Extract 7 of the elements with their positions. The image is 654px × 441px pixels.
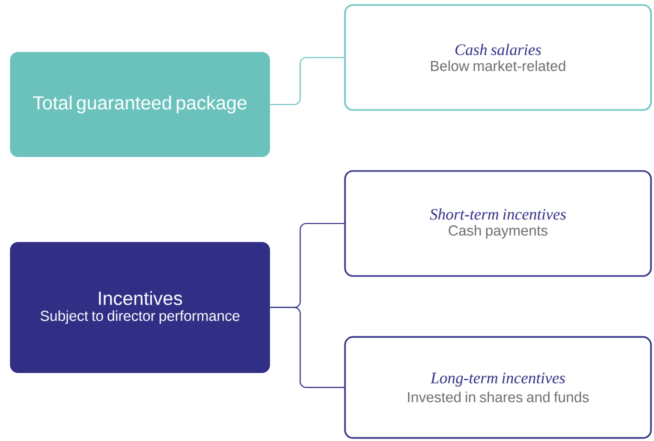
detail-box: Cash salaries Below market-related (344, 4, 652, 111)
detail-box: Short-term incentives Cash payments (344, 170, 652, 277)
detail-box: Long-term incentives Invested in shares and funds (344, 336, 652, 439)
category-box: Total guaranteed package (10, 52, 270, 157)
connector (270, 56, 344, 106)
connector (270, 306, 344, 388)
category-box: Incentives Subject to director performance (10, 242, 270, 373)
